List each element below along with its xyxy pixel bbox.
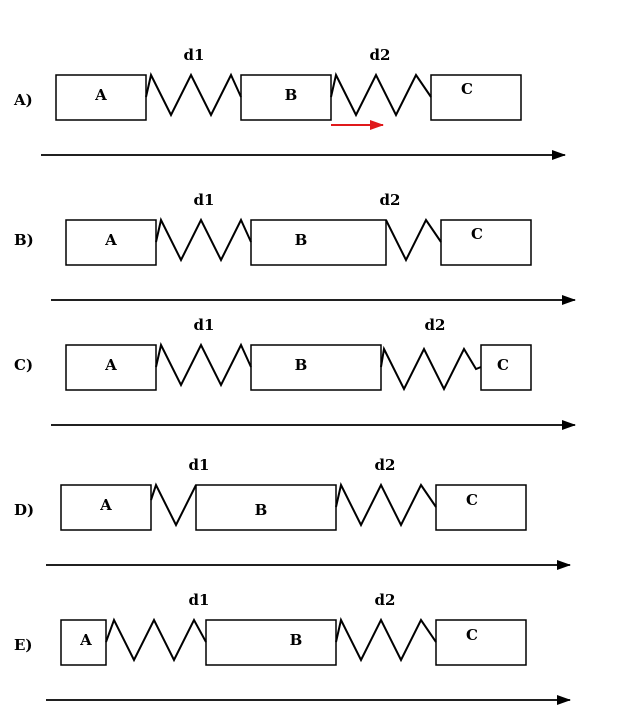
spring-d2-label: d2	[375, 456, 396, 474]
block-c-label: C	[466, 626, 478, 644]
spring-d1	[105, 617, 207, 663]
row-label: D)	[14, 501, 34, 519]
row-label: B)	[14, 231, 34, 249]
block-c	[480, 344, 532, 391]
row-label: C)	[14, 356, 33, 374]
block-a	[55, 74, 147, 121]
block-b-label: B	[295, 231, 308, 249]
spring-d1	[145, 72, 242, 118]
block-a-label: A	[104, 231, 117, 249]
row-b: B) A d1 B d2 C	[14, 191, 576, 305]
block-b-label: B	[295, 356, 308, 374]
block-c	[440, 219, 532, 266]
block-c	[435, 619, 527, 666]
block-a-label: A	[79, 631, 92, 649]
spring-d1-label: d1	[194, 191, 215, 209]
block-b	[250, 344, 382, 391]
spring-d2-label: d2	[380, 191, 401, 209]
row-d: D) A d1 B d2 C	[14, 456, 571, 570]
row-label: E)	[14, 636, 33, 654]
block-b	[240, 74, 332, 121]
block-b-label: B	[290, 631, 303, 649]
row-c: C) A d1 B d2 C	[14, 316, 576, 430]
spring-d2	[335, 617, 437, 663]
block-a-label: A	[104, 356, 117, 374]
block-b-label: B	[255, 501, 268, 519]
spring-d1	[150, 482, 197, 528]
block-b	[195, 484, 337, 531]
block-b	[250, 219, 387, 266]
block-a	[65, 344, 157, 391]
spring-d2	[380, 345, 482, 392]
block-c	[435, 484, 527, 531]
spring-d2	[330, 72, 432, 118]
spring-d2	[385, 218, 442, 263]
spring-d1-label: d1	[189, 456, 210, 474]
block-c-label: C	[471, 225, 483, 243]
spring-d2-label: d2	[425, 316, 446, 334]
block-a	[60, 484, 152, 531]
spring-d1-label: d1	[194, 316, 215, 334]
row-e: E) A d1 B d2 C	[14, 591, 571, 705]
block-b	[205, 619, 337, 666]
block-a-label: A	[94, 86, 107, 104]
spring-d2-label: d2	[370, 46, 391, 64]
block-c-label: C	[466, 491, 478, 509]
spring-d2	[335, 482, 437, 528]
spring-d1	[155, 342, 252, 388]
block-a-label: A	[99, 496, 112, 514]
block-c-label: C	[461, 80, 473, 98]
block-b-label: B	[285, 86, 298, 104]
spring-d1	[155, 217, 252, 263]
block-c-label: C	[497, 356, 509, 374]
spring-d1-label: d1	[189, 591, 210, 609]
spring-d1-label: d1	[184, 46, 205, 64]
row-a: A) A d1 B d2 C	[13, 46, 566, 160]
block-a	[60, 619, 107, 666]
spring-d2-label: d2	[375, 591, 396, 609]
row-label: A)	[13, 91, 33, 109]
block-c	[430, 74, 522, 121]
block-a	[65, 219, 157, 266]
